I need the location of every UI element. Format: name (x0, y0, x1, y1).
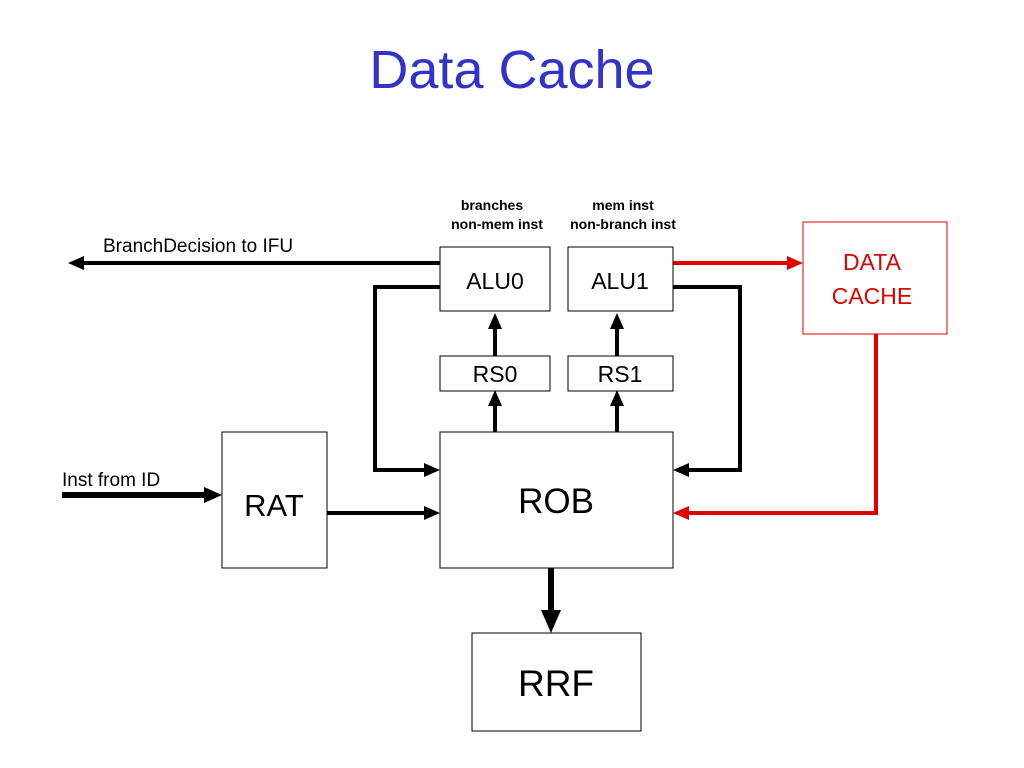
alu1-label: ALU1 (591, 268, 649, 294)
alu0-label: ALU0 (466, 268, 524, 294)
rrf-label: RRF (518, 663, 594, 704)
rrf-block: RRF (471, 632, 642, 732)
alu1-to-data-cache-arrowhead (787, 256, 803, 270)
rs0-label: RS0 (473, 361, 518, 387)
rat-block: RAT (221, 431, 328, 569)
rob-to-rs1-arrowhead (610, 390, 624, 406)
inst-from-id-arrowhead (204, 487, 222, 503)
data-cache-block: DATA CACHE (802, 221, 948, 335)
data-cache-to-rob-arrowhead (673, 506, 689, 520)
rs0-block: RS0 (439, 355, 551, 392)
rs1-to-alu1-arrowhead (610, 313, 624, 329)
data-cache-label-line2: CACHE (832, 283, 913, 309)
alu1-to-rob-arrowhead (673, 463, 689, 477)
data-cache-to-rob-line (686, 334, 878, 515)
alu1-annotation-line1: mem inst (592, 197, 654, 213)
rs1-block: RS1 (567, 355, 674, 392)
rat-label: RAT (244, 488, 304, 523)
rob-to-rs0-arrowhead (488, 390, 502, 406)
rob-to-rrf-arrowhead (541, 610, 561, 633)
rs0-to-alu0-arrowhead (488, 313, 502, 329)
alu1-annotation-line2: non-branch inst (570, 216, 676, 232)
alu0-annotation-line2: non-mem inst (451, 216, 543, 232)
slide-title: Data Cache (369, 40, 655, 100)
data-cache-label-line1: DATA (843, 249, 902, 275)
rob-label: ROB (518, 482, 594, 521)
rat-to-rob-arrowhead (424, 506, 440, 520)
alu0-annotation-line1: branches (461, 197, 523, 213)
branch-decision-arrowhead (68, 256, 84, 270)
alu0-to-rob-arrowhead (424, 463, 440, 477)
rs1-label: RS1 (598, 361, 643, 387)
alu0-block: ALU0 (439, 246, 551, 312)
inst-from-id-label: Inst from ID (62, 470, 160, 491)
alu1-to-rob-loop (673, 285, 742, 472)
alu0-to-rob-loop (373, 285, 440, 472)
branch-decision-label: BranchDecision to IFU (103, 236, 293, 257)
rob-block: ROB (439, 431, 674, 569)
alu1-block: ALU1 (567, 246, 674, 312)
